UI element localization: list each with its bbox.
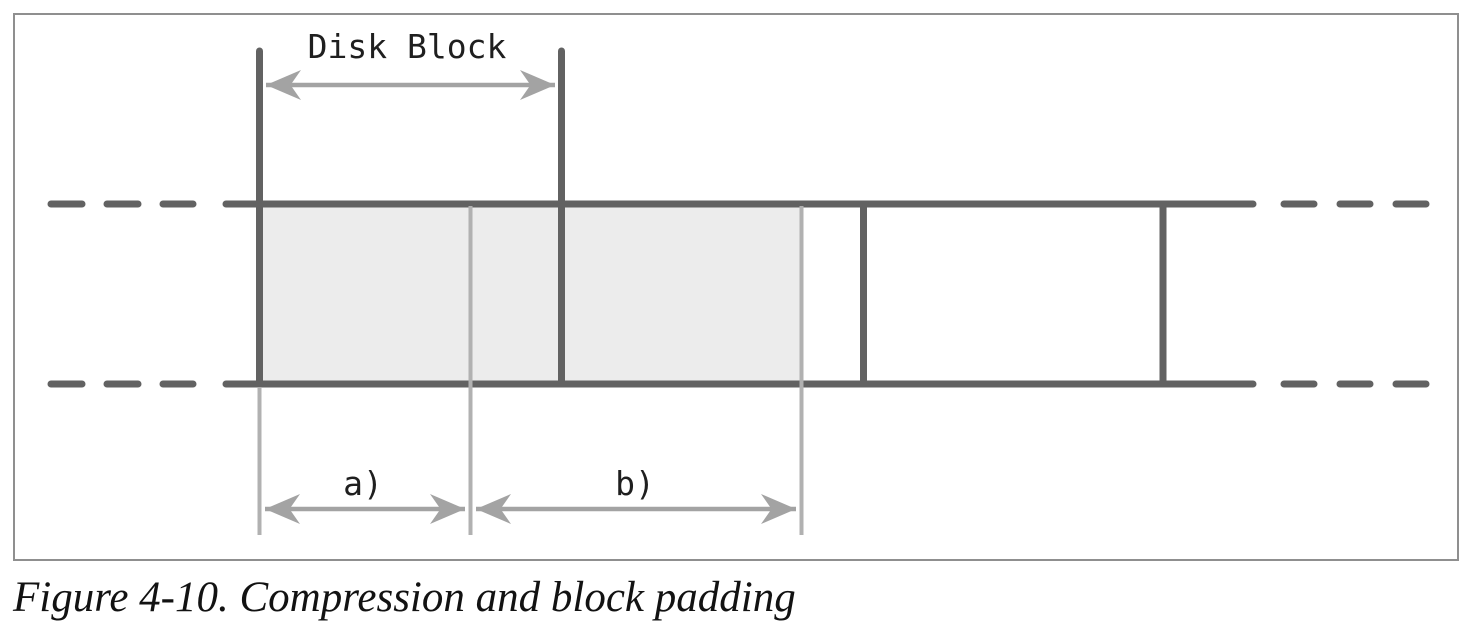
- shaded-compressed-region: [263, 207, 800, 381]
- figure-caption: Figure 4-10. Compression and block paddi…: [13, 574, 796, 621]
- span-a-label: a): [343, 464, 383, 503]
- span-b-label: b): [615, 464, 655, 503]
- disk-block-label: Disk Block: [307, 27, 507, 66]
